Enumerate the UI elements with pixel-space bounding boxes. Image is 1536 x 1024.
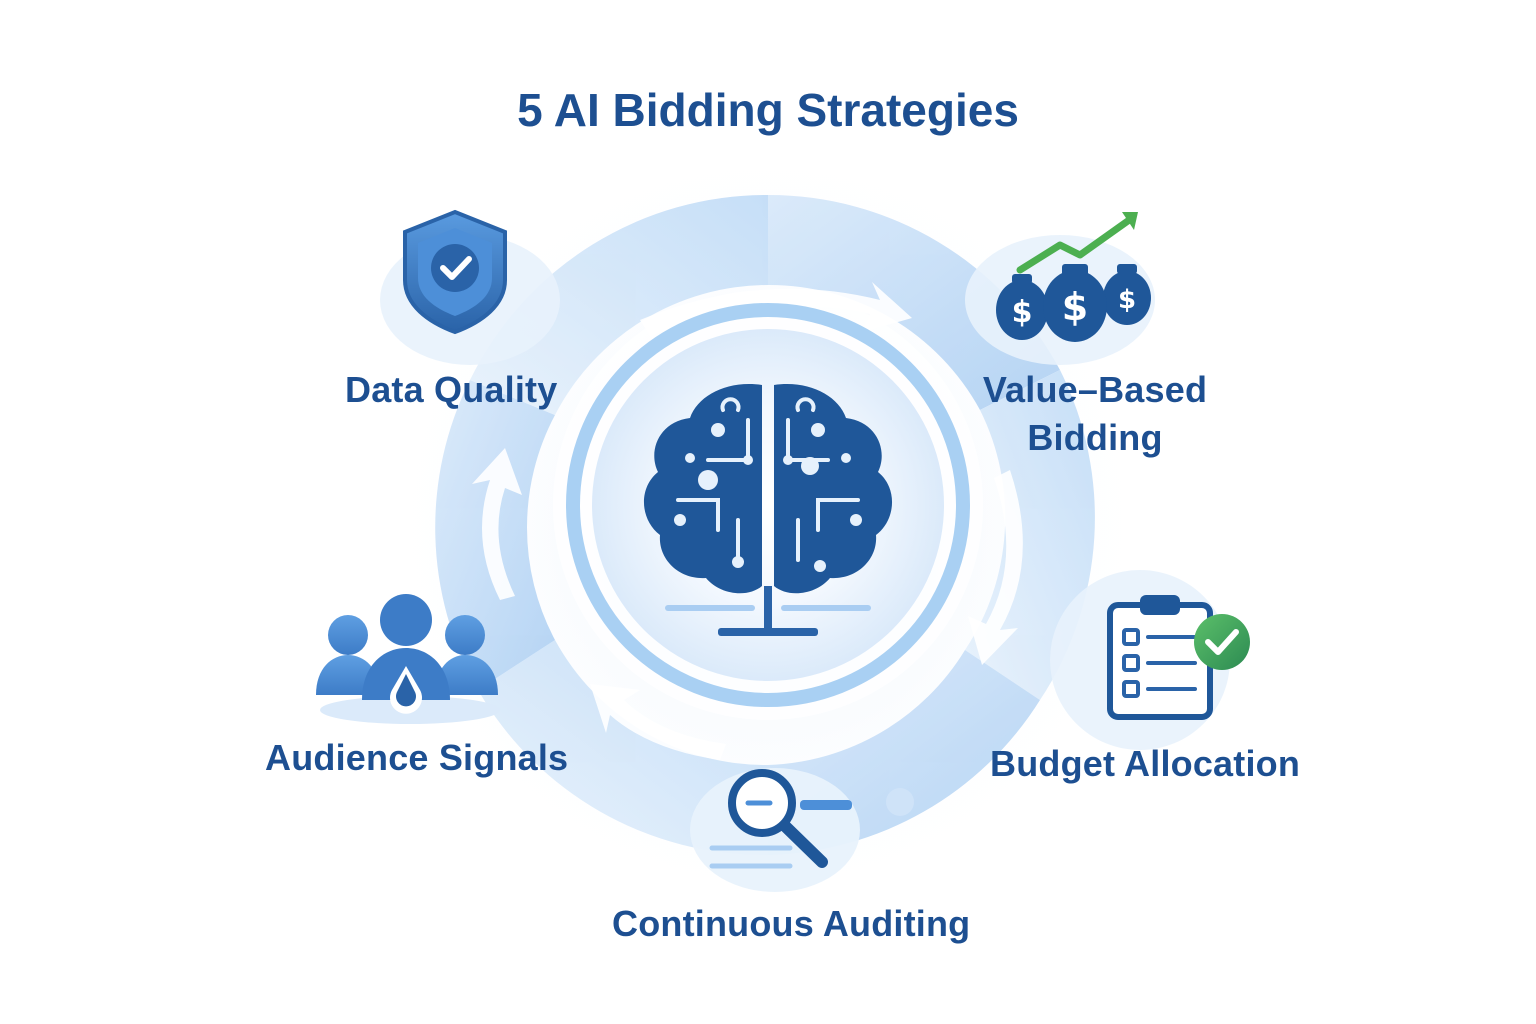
ring-segment-bottom-left xyxy=(478,640,768,856)
strategy-label-audience-signals: Audience Signals xyxy=(265,737,569,778)
clipboard-checklist-icon xyxy=(1050,570,1250,750)
page-title: 5 AI Bidding Strategies xyxy=(517,84,1019,136)
svg-text:$: $ xyxy=(1012,295,1033,330)
money-bags-growth-icon: $ $ $ xyxy=(965,212,1155,365)
arrow-left xyxy=(472,448,522,600)
inner-ring xyxy=(566,303,970,707)
ring-segment-top-left xyxy=(470,194,768,415)
arrow-bottom xyxy=(590,684,726,760)
strategy-label-budget-allocation: Budget Allocation xyxy=(990,743,1301,784)
strategy-label-line: Value–Based xyxy=(982,369,1208,410)
ring-segment-top-right xyxy=(768,194,1060,410)
inner-core xyxy=(592,329,944,681)
audience-group-icon xyxy=(316,594,500,724)
arrow-top xyxy=(640,282,912,336)
svg-text:$: $ xyxy=(1118,285,1136,315)
strategy-label-continuous-auditing: Continuous Auditing xyxy=(612,903,971,944)
strategy-label-value-based-bidding: Value–Based Bidding xyxy=(960,366,1230,462)
shield-check-icon xyxy=(380,209,560,365)
magnifying-glass-icon xyxy=(690,768,914,892)
arrow-right xyxy=(968,470,1023,665)
flow-arrows xyxy=(472,282,1023,760)
svg-text:$: $ xyxy=(1062,285,1088,329)
brain-circuit-icon xyxy=(643,384,893,636)
strategy-label-data-quality: Data Quality xyxy=(345,369,558,410)
strategy-label-line: Bidding xyxy=(1027,417,1163,458)
